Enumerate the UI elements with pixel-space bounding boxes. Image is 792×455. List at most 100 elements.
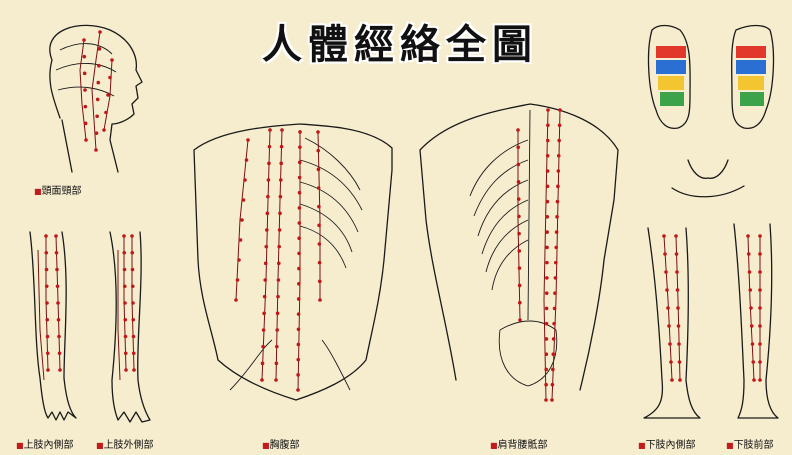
acupoint-dot xyxy=(55,267,59,272)
acupoint-dot xyxy=(517,283,522,288)
acupoint-dot xyxy=(758,324,762,328)
acupoint-dot xyxy=(276,278,281,282)
acupoint-dot xyxy=(545,245,549,250)
acupoint-dot xyxy=(102,128,106,132)
acupoint-dot xyxy=(516,162,521,167)
acupoint-dot xyxy=(317,260,322,265)
acupoint-dot xyxy=(556,169,561,173)
acupoint-dot xyxy=(318,298,322,302)
acupoint-dot xyxy=(758,306,762,310)
acupoint-dot xyxy=(545,215,550,219)
acupoint-dot xyxy=(262,294,267,299)
acupoint-dot xyxy=(95,97,100,102)
acupoint-dot xyxy=(276,294,280,299)
acupoint-dot xyxy=(316,148,321,153)
acupoint-dot xyxy=(104,110,108,115)
acupoint-dot xyxy=(297,175,302,180)
acupoint-dot xyxy=(83,121,88,126)
acupoint-dot xyxy=(678,378,682,382)
acupoint-dot xyxy=(546,108,550,112)
acupoint-dot xyxy=(297,221,302,225)
acupoint-dot xyxy=(517,214,521,219)
acupoint-dot xyxy=(758,378,762,382)
acupoint-dot xyxy=(45,334,50,339)
acupoint-dot xyxy=(749,324,754,328)
acupoint-dot xyxy=(297,206,302,210)
acupoint-dot xyxy=(544,306,549,311)
acupoint-dot xyxy=(758,360,762,364)
acupoint-dot xyxy=(265,211,270,216)
acupoint-dot xyxy=(84,138,88,142)
acupoint-dot xyxy=(551,352,556,357)
acupoint-dot xyxy=(275,344,279,349)
acupoint-dot xyxy=(676,324,681,328)
acupoint-dot xyxy=(555,199,560,204)
acupoint-dot xyxy=(246,138,250,142)
section-label-head-neck: ■頭面頸部 xyxy=(34,186,82,197)
acupoint-dot xyxy=(97,47,102,51)
acupoint-dot xyxy=(297,160,302,165)
acupoint-dot xyxy=(240,218,244,222)
acupoint-dot xyxy=(556,184,560,189)
acupoint-dot xyxy=(244,158,249,162)
acupoint-dot xyxy=(544,321,549,326)
acupoint-dot xyxy=(545,169,550,173)
chest-abdomen-figure xyxy=(193,123,393,401)
acupoint-dot xyxy=(122,267,127,272)
acupoint-dot xyxy=(545,153,550,158)
acupoint-dot xyxy=(544,337,549,341)
acupoint-dot xyxy=(266,194,270,199)
acupoint-dot xyxy=(296,297,301,301)
acupoint-dot xyxy=(266,178,271,182)
acupoint-dot xyxy=(545,199,550,204)
acupoint-dot xyxy=(674,252,679,256)
acupoint-dot xyxy=(277,261,281,266)
acupoint-dot xyxy=(669,360,673,364)
acupoint-dot xyxy=(263,261,268,266)
acupoint-dot xyxy=(552,321,556,326)
acupoint-dot xyxy=(664,270,668,274)
upper-limb-outer-figure xyxy=(109,231,151,423)
acupoint-dot xyxy=(551,367,555,372)
section-label-lower-limb-inner: ■下肢內側部 xyxy=(638,440,696,451)
acupoint-dot xyxy=(517,266,522,270)
acupoint-dot xyxy=(296,327,301,332)
acupoint-dot xyxy=(45,301,49,305)
acupoint-dot xyxy=(668,342,672,346)
acupoint-dot xyxy=(553,260,558,265)
acupoint-dot xyxy=(96,80,101,85)
acupoint-dot xyxy=(280,128,284,132)
acupoint-dot xyxy=(268,128,272,132)
acupoint-dot xyxy=(131,317,136,322)
acupoint-dot xyxy=(298,130,302,134)
acupoint-dot xyxy=(516,197,521,201)
acupoint-dot xyxy=(544,291,549,295)
acupoint-dot xyxy=(57,334,61,339)
acupoint-dot xyxy=(122,250,127,255)
acupoint-dot xyxy=(83,104,88,109)
acupoint-dot xyxy=(550,382,555,387)
acupoint-dot xyxy=(279,144,284,149)
acupoint-dot xyxy=(122,284,127,289)
acupoint-dot xyxy=(131,351,136,356)
acupoint-dot xyxy=(317,204,321,209)
acupoint-dot xyxy=(277,228,282,232)
acupoint-dot xyxy=(316,167,321,172)
acupoint-dot xyxy=(676,306,680,310)
acupoint-dot xyxy=(130,284,135,289)
acupoint-dot xyxy=(516,145,520,150)
acupoint-dot xyxy=(677,342,681,346)
acupoint-dot xyxy=(670,378,674,382)
acupoint-dot xyxy=(261,328,266,332)
acupoint-dot xyxy=(758,288,762,292)
acupoint-dot xyxy=(758,234,762,238)
acupoint-dot xyxy=(746,234,750,238)
acupoint-dot xyxy=(317,223,321,228)
acupoint-dot xyxy=(44,284,49,289)
head-neck-figure xyxy=(49,24,143,173)
acupoint-dot xyxy=(296,312,301,316)
acupoint-dot xyxy=(130,250,135,255)
acupoint-dot xyxy=(279,161,284,166)
acupoint-dot xyxy=(44,234,48,238)
